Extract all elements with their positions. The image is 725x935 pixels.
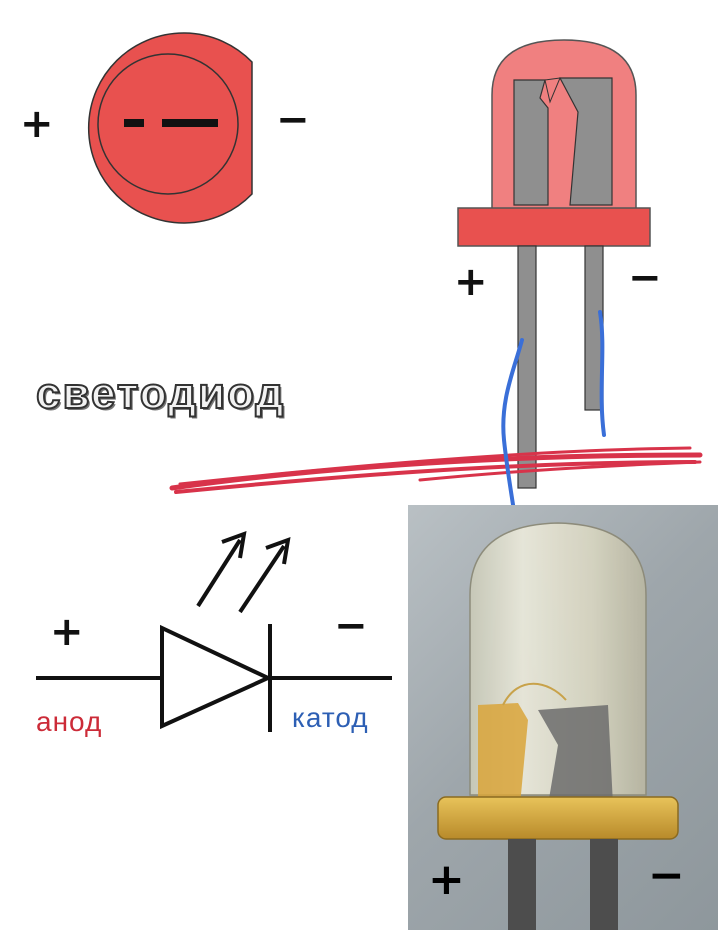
side-view-minus: − [628,255,662,301]
top-view-long-bar [162,119,218,127]
diode-schematic [36,530,392,732]
top-view-plus: + [20,101,54,147]
led-photo [408,505,718,930]
emission-arrow-2 [238,544,286,614]
schematic-plus: + [50,609,84,655]
led-side-view [457,39,651,489]
anode-label: анод [36,706,103,737]
photo-minus: − [648,850,685,901]
title-svetodiod: светодиод [35,369,286,418]
led-top-view [87,32,253,224]
anode-lead [517,245,537,489]
red-divider-scribble [169,446,703,494]
side-view-plus: + [454,259,488,305]
top-view-minus: − [276,97,310,143]
emission-arrow-1 [196,538,242,608]
top-view-short-bar [124,119,144,127]
cathode-label: катод [292,702,369,733]
led-photo-svg [437,522,679,930]
photo-plus: + [428,854,465,905]
schematic-minus: − [334,603,368,649]
